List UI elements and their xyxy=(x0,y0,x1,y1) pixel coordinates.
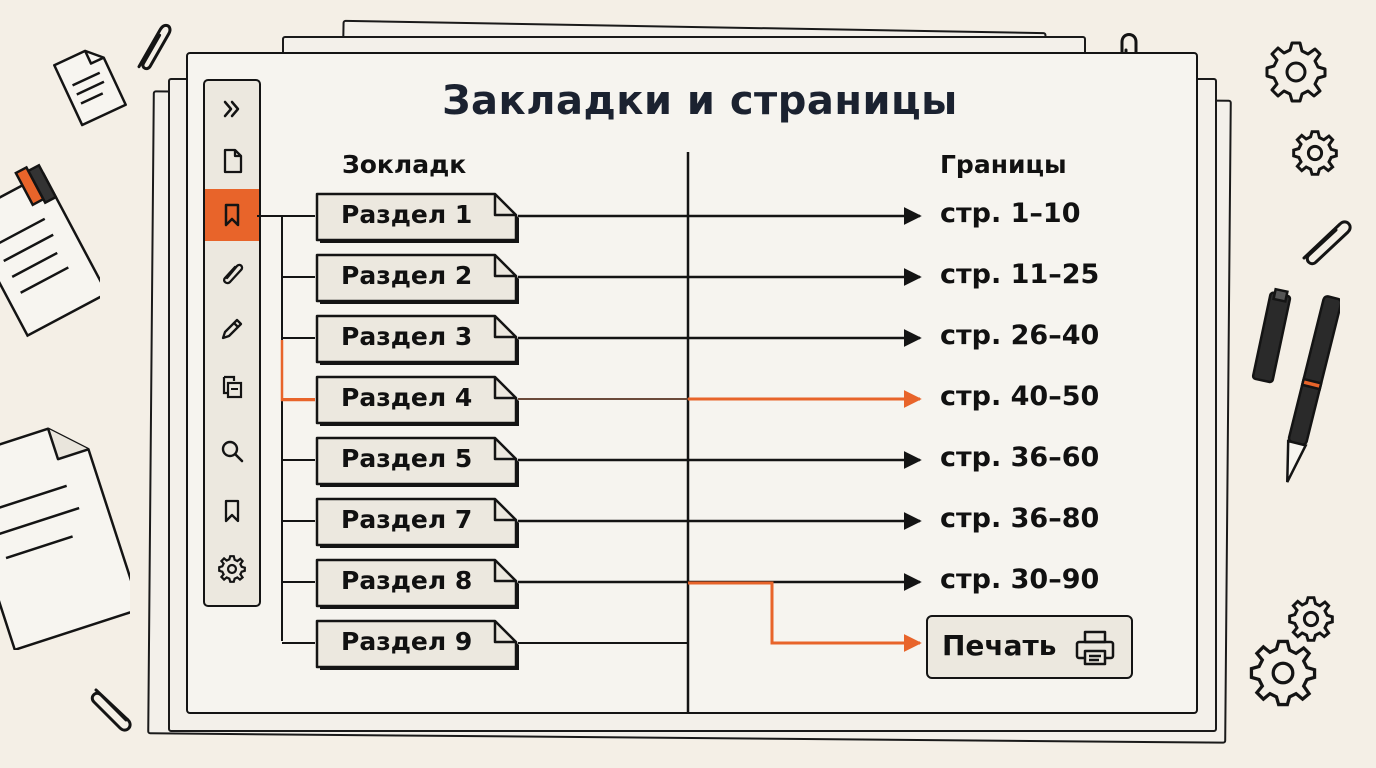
search-icon[interactable] xyxy=(205,425,259,477)
print-button-label: Печать xyxy=(942,629,1057,662)
bookmark-card[interactable]: Раздел 2 xyxy=(315,253,519,304)
bookmark-label: Раздел 5 xyxy=(341,444,473,473)
bookmark-card-shape xyxy=(315,436,519,487)
bookmark-icon[interactable] xyxy=(205,189,259,241)
pencil-icon[interactable] xyxy=(205,303,259,355)
bookmark-label: Раздел 9 xyxy=(341,627,473,656)
page-range-label: стр. 26–40 xyxy=(940,320,1100,351)
page-title: Закладки и страницы xyxy=(442,78,958,124)
pens-doodle-icon xyxy=(1251,287,1340,483)
printer-icon xyxy=(1075,630,1115,666)
page-range-label: стр. 40–50 xyxy=(940,381,1100,412)
bookmark-card[interactable]: Раздел 4 xyxy=(315,375,519,426)
bookmark-card-shape xyxy=(315,497,519,548)
bookmark-label: Раздел 8 xyxy=(341,566,473,595)
gear-mid-doodle-icon xyxy=(1288,596,1334,642)
document-doodle-icon xyxy=(53,49,127,127)
bookmark-card-shape xyxy=(315,192,519,243)
print-button[interactable]: Печать xyxy=(926,615,1133,679)
paperclip-doodle-icon xyxy=(137,23,172,71)
bookmark-label: Раздел 3 xyxy=(341,322,473,351)
bookmark-label: Раздел 7 xyxy=(341,505,473,534)
gear-bottom-doodle-icon xyxy=(1249,639,1317,707)
gear-large-doodle-icon xyxy=(1265,41,1327,103)
expand-chevron-icon[interactable] xyxy=(205,83,259,135)
attachment-icon[interactable] xyxy=(205,247,259,299)
bookmarks-column-header: Зокладк xyxy=(342,150,467,179)
bookmark-card-shape xyxy=(315,619,519,670)
page-range-label: стр. 30–90 xyxy=(940,564,1100,595)
page-range-label: стр. 11–25 xyxy=(940,259,1100,290)
notepad-doodle-icon xyxy=(0,163,100,338)
page-range-label: стр. 36–80 xyxy=(940,503,1100,534)
bookmark-outline-icon[interactable] xyxy=(205,485,259,537)
bookmark-label: Раздел 4 xyxy=(341,383,473,412)
bookmark-card-shape xyxy=(315,375,519,426)
bookmark-card[interactable]: Раздел 8 xyxy=(315,558,519,609)
page-range-label: стр. 36–60 xyxy=(940,442,1100,473)
paperclip-small-doodle-icon xyxy=(90,688,132,732)
page-icon[interactable] xyxy=(205,135,259,187)
bookmark-card[interactable]: Раздел 7 xyxy=(315,497,519,548)
bookmark-card[interactable]: Раздел 5 xyxy=(315,436,519,487)
bookmark-card[interactable]: Раздел 1 xyxy=(315,192,519,243)
page-range-label: стр. 1–10 xyxy=(940,198,1081,229)
bookmark-card[interactable]: Раздел 9 xyxy=(315,619,519,670)
bookmark-card-shape xyxy=(315,253,519,304)
folded-paper-doodle-icon xyxy=(0,427,130,650)
gear-small-doodle-icon xyxy=(1292,130,1338,176)
paperclip-right-doodle-icon xyxy=(1302,220,1352,266)
bookmark-card-shape xyxy=(315,558,519,609)
bookmark-card[interactable]: Раздел 3 xyxy=(315,314,519,365)
bookmark-label: Раздел 2 xyxy=(341,261,473,290)
bookmark-label: Раздел 1 xyxy=(341,200,473,229)
side-toolbar xyxy=(203,79,261,607)
pages-icon[interactable] xyxy=(205,361,259,413)
gear-icon[interactable] xyxy=(205,543,259,595)
ranges-column-header: Границы xyxy=(940,150,1067,179)
bookmark-card-shape xyxy=(315,314,519,365)
